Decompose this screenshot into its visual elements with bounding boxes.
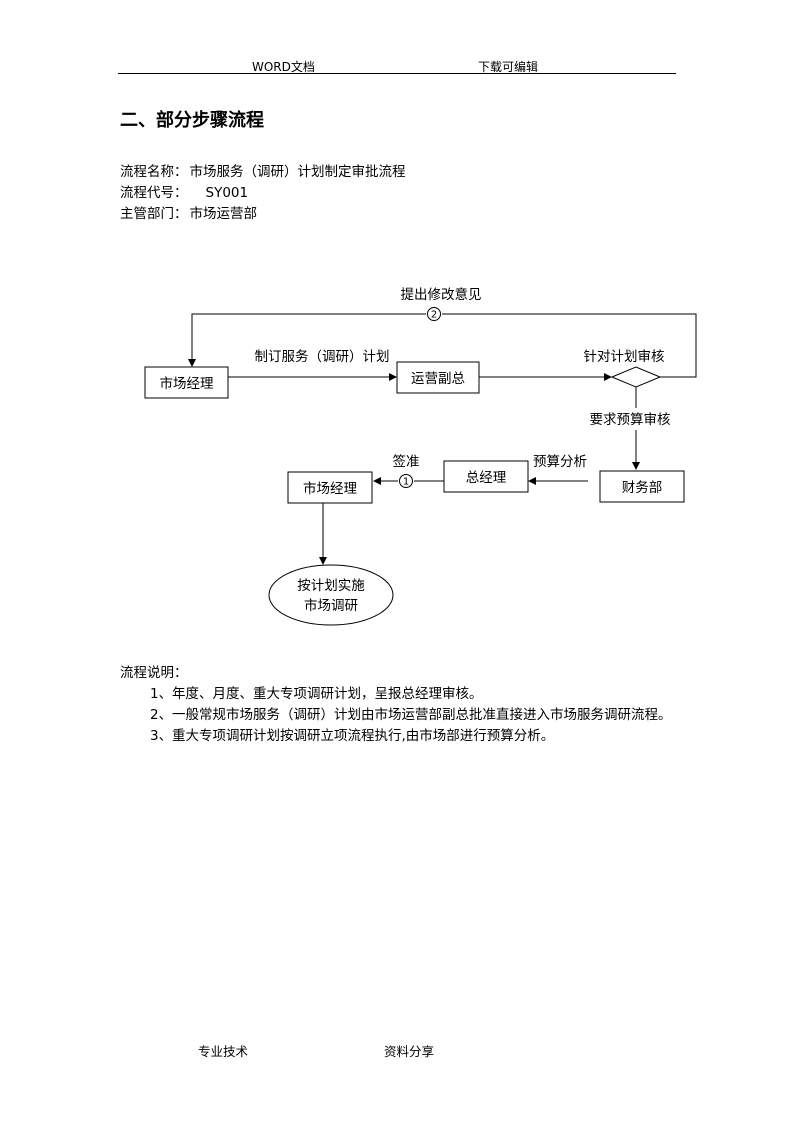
description-item-number: 1、 (150, 686, 173, 702)
gm-box (443, 460, 529, 493)
revise-marker-number: 2 (431, 310, 437, 321)
process-dept-label: 主管部门： (120, 206, 188, 222)
description-item: 2、一般常规市场服务（调研）计划由市场运营部副总批准直接进入市场服务调研流程。 (150, 703, 672, 723)
revise-marker-circle (427, 307, 441, 321)
process-code-value: SY001 (205, 185, 249, 201)
process-name-label: 流程名称： (120, 164, 188, 180)
approve-marker-number: 1 (403, 477, 409, 488)
description-title: 流程说明： (120, 665, 188, 681)
review-decision-diamond (610, 366, 662, 388)
footer-left-text: 专业技术 (198, 1044, 249, 1059)
flowchart: 2 提出修改意见 市场经理 制订服务（调研）计划 运营副总 针对计划审核 要求预… (144, 286, 697, 626)
process-code-line: 流程代号： SY001 (120, 181, 248, 201)
description-item-text: 年度、月度、重大专项调研计划，呈报总经理审核。 (172, 686, 483, 702)
process-code-label: 流程代号： (120, 185, 188, 201)
header-right-text: 下载可编辑 (478, 60, 539, 74)
description-item: 1、年度、月度、重大专项调研计划，呈报总经理审核。 (150, 682, 483, 702)
gm-label: 总经理 (466, 470, 507, 486)
request-budget-mask (586, 408, 676, 430)
budget-analysis-label: 预算分析 (533, 454, 587, 470)
process-name-value: 市场服务（调研）计划制定审批流程 (189, 164, 406, 180)
review-plan-label: 针对计划审核 (584, 349, 665, 365)
section-title: 二、部分步骤流程 (120, 110, 264, 131)
ops-vp-label: 运营副总 (411, 371, 465, 387)
process-dept-value: 市场运营部 (189, 206, 258, 222)
approve-label: 签准 (393, 453, 420, 470)
process-name-line: 流程名称：市场服务（调研）计划制定审批流程 (120, 160, 406, 180)
market-manager-bottom-box (287, 471, 373, 504)
implement-label-line1: 按计划实施 (297, 578, 365, 594)
market-manager-top-label: 市场经理 (160, 375, 214, 392)
description-item: 3、重大专项调研计划按调研立项流程执行,由市场部进行预算分析。 (150, 724, 554, 744)
finance-box (599, 470, 685, 503)
approve-marker-circle (399, 474, 413, 488)
implement-ellipse (268, 564, 394, 626)
process-dept-line: 主管部门：市场运营部 (120, 202, 257, 222)
description-item-text: 一般常规市场服务（调研）计划由市场运营部副总批准直接进入市场服务调研流程。 (172, 707, 672, 723)
finance-label: 财务部 (622, 480, 663, 496)
description-item-number: 3、 (150, 728, 173, 744)
market-manager-top-box (144, 366, 229, 399)
ops-vp-box (396, 361, 480, 394)
market-manager-bottom-label: 市场经理 (303, 480, 357, 497)
description-item-text: 重大专项调研计划按调研立项流程执行,由市场部进行预算分析。 (172, 728, 555, 744)
revise-feedback-label: 提出修改意见 (401, 286, 482, 303)
implement-label-line2: 市场调研 (304, 597, 358, 614)
footer-right-text: 资料分享 (384, 1044, 435, 1059)
header-rule (118, 73, 676, 74)
request-budget-label: 要求预算审核 (590, 412, 671, 428)
make-plan-label: 制订服务（调研）计划 (255, 349, 390, 365)
revise-feedback-connector (188, 313, 697, 378)
header-left-text: WORD文档 (252, 60, 315, 74)
description-item-number: 2、 (150, 707, 173, 723)
